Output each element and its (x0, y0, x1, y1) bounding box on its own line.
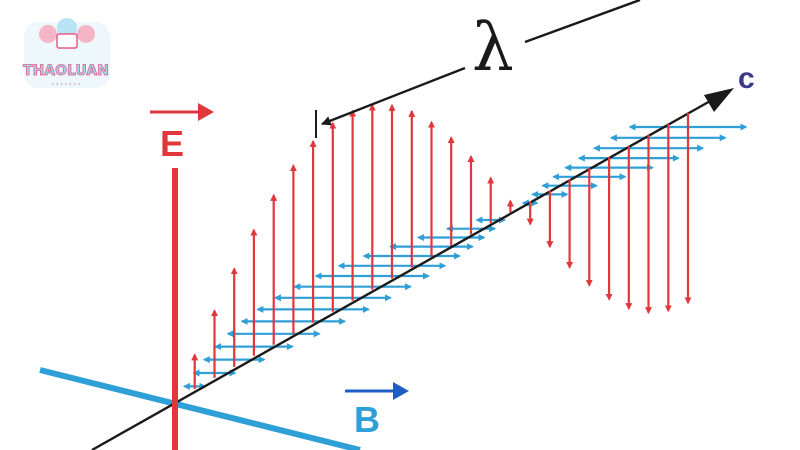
wavelength-line-right (524, 0, 641, 44)
electric-field-arrows (191, 103, 692, 389)
wavelength-arrow-left (321, 66, 466, 126)
b-vector-arrowhead-icon (393, 382, 409, 400)
logo-text: THAOLUAN (23, 63, 109, 79)
propagation-label: c (738, 62, 755, 95)
thaoluan-logo-icon: THAOLUAN · · · · · · · (23, 18, 110, 88)
e-vector-arrowhead-icon (198, 103, 214, 121)
magnetic-field-arrows (182, 123, 748, 390)
b-axis-line (39, 367, 361, 450)
logo-subtext: · · · · · · · (52, 81, 81, 88)
b-field-label: B (354, 399, 380, 440)
e-field-label: E (160, 123, 184, 164)
wavelength-label: λ (472, 9, 514, 86)
propagation-arrowhead (704, 88, 734, 112)
propagation-axis (91, 98, 713, 450)
